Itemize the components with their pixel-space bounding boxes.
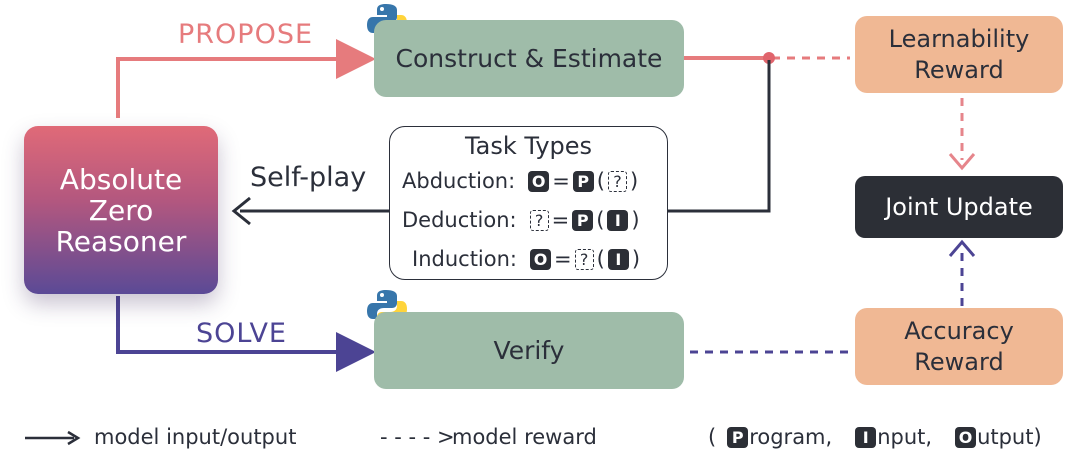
legend-paren-open: ( [708, 425, 717, 449]
equals-sign: = [552, 169, 570, 193]
solve-arrow [116, 296, 376, 372]
legend-program-text: rogram, [749, 425, 833, 449]
induction-label: Induction: [412, 247, 517, 271]
equals-sign: = [554, 247, 572, 271]
paren-open: ( [596, 247, 605, 271]
legend-solid-head [67, 430, 81, 446]
paren-close: ) [631, 247, 641, 271]
accuracy-reward-node: Accuracy Reward [855, 308, 1063, 385]
input-chip: I [607, 248, 629, 270]
legend-input-chip: I [855, 426, 877, 448]
program-chip: P [572, 170, 594, 192]
propose-label: PROPOSE [178, 19, 314, 50]
construct-estimate-node: Construct & Estimate [374, 20, 684, 97]
task-types-title: Task Types [464, 132, 593, 160]
unknown-input-chip: ? [608, 170, 627, 192]
learnability-line-1: Learnability [888, 24, 1030, 53]
output-chip: O [530, 248, 551, 270]
verify-node: Verify [374, 312, 684, 389]
selfplay-label: Self-play [250, 162, 367, 193]
abduction-row: Abduction: O = P ( ? ) [402, 169, 640, 193]
legend-dashed-label: model reward [452, 425, 597, 449]
joint-update-label: Joint Update [885, 193, 1033, 221]
learnability-reward-node: Learnability Reward [855, 16, 1063, 93]
unknown-output-chip: ? [529, 209, 549, 231]
accuracy-line-1: Accuracy [904, 316, 1014, 345]
learnability-joint-head [948, 153, 976, 171]
unknown-program-chip: ? [574, 248, 594, 270]
joint-update-node: Joint Update [855, 176, 1063, 238]
induction-row: Induction: O = ? ( I ) [412, 247, 642, 271]
legend-output-text: utput) [977, 425, 1042, 449]
output-chip: O [528, 170, 550, 192]
paren-open: ( [596, 208, 605, 232]
construct-estimate-label: Construct & Estimate [395, 44, 663, 73]
abduction-label: Abduction: [402, 169, 516, 193]
program-chip: P [572, 209, 594, 231]
propose-arrow [116, 39, 376, 118]
legend-output-chip: O [955, 426, 977, 448]
input-chip: I [607, 209, 629, 231]
paren-close: ) [630, 169, 639, 193]
deduction-label: Deduction: [402, 208, 517, 232]
legend-program-chip: P [727, 426, 749, 448]
paren-open: ( [596, 169, 605, 193]
learnability-line-2: Reward [914, 55, 1004, 84]
legend-symbols: ( P rogram, I nput, O utput) [708, 425, 1042, 449]
selfplay-line [668, 60, 771, 213]
reasoner-line-2: Zero [88, 193, 154, 227]
verify-label: Verify [493, 336, 565, 365]
task-types-box: Task Types Abduction: O = P ( ? ) Deduct… [389, 126, 668, 280]
accuracy-line-2: Reward [914, 347, 1004, 376]
solve-label: SOLVE [196, 318, 287, 349]
reasoner-line-1: Absolute [59, 162, 183, 196]
equals-sign: = [551, 208, 570, 232]
legend-input-text: nput, [877, 425, 933, 449]
reasoner-line-3: Reasoner [55, 224, 187, 258]
legend-solid-label: model input/output [94, 425, 297, 449]
paren-close: ) [631, 208, 640, 232]
deduction-row: Deduction: ? = P ( I ) [402, 208, 642, 232]
legend-dashed-arrow: - - - - > [380, 425, 455, 449]
absolute-zero-reasoner-node: Absolute Zero Reasoner [24, 126, 218, 294]
selfplay-arrowhead [231, 196, 251, 226]
junction-dot [763, 52, 775, 64]
accuracy-joint-head [948, 239, 976, 257]
